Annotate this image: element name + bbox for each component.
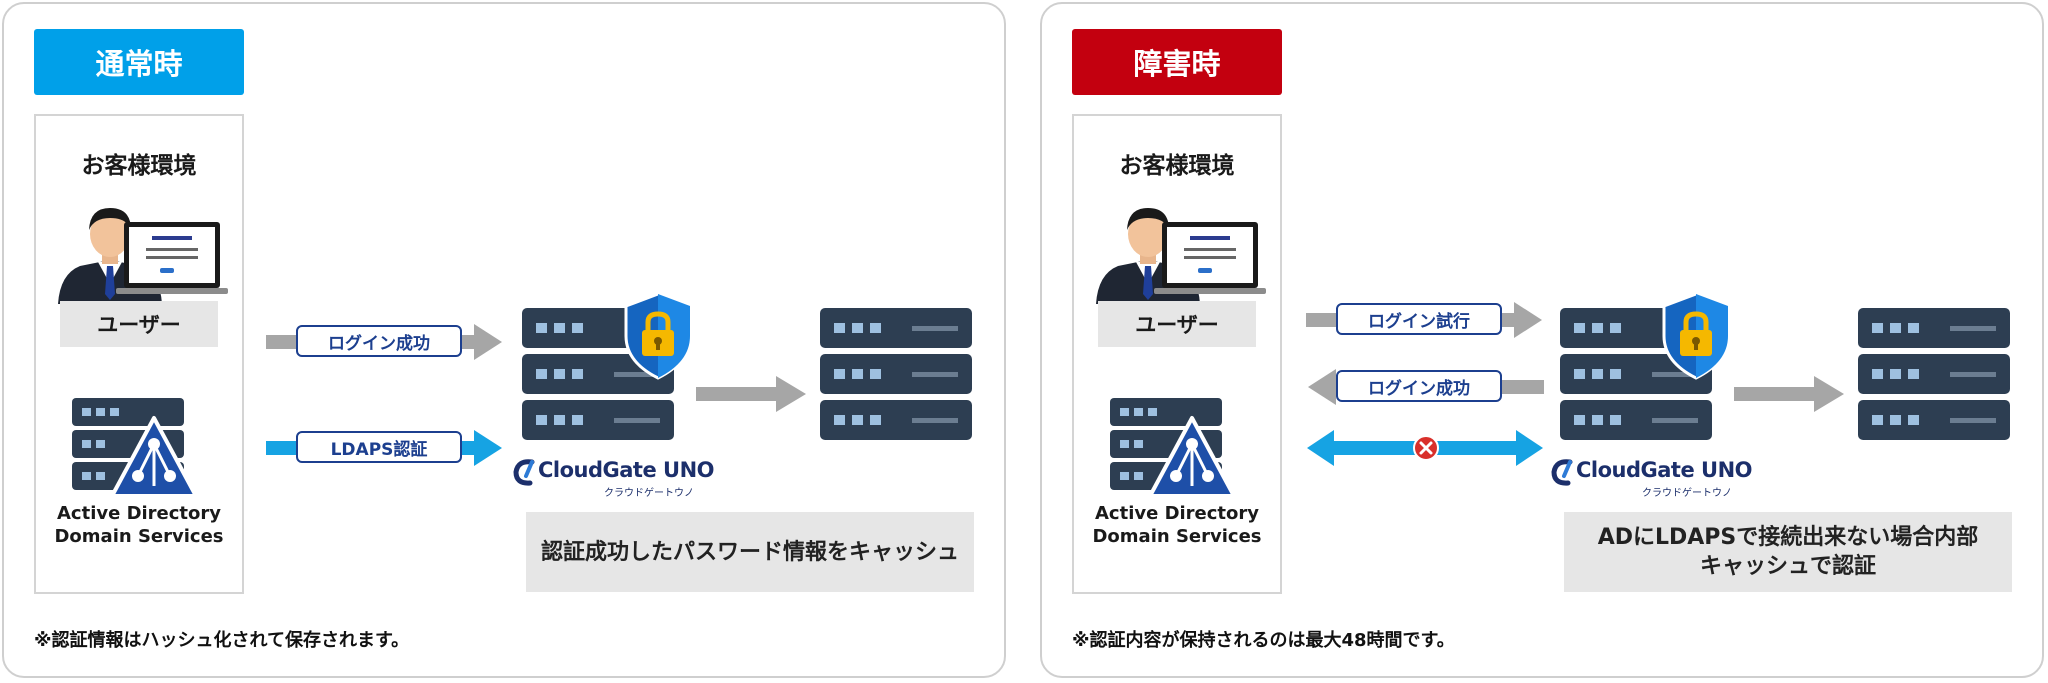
login-try-label: ログイン試行 (1336, 303, 1502, 335)
ad-label-line2: Domain Services (1092, 526, 1262, 547)
active-directory-icon (72, 398, 198, 498)
user-laptop-icon (1096, 208, 1266, 304)
connection-error-icon (1413, 435, 1439, 461)
ad-label: Active Directory Domain Services (1074, 502, 1280, 548)
environment-title: お客様環境 (81, 153, 197, 179)
internal-cache-caption: ADにLDAPSで接続出来ない場合内部 キャッシュで認証 (1564, 512, 2012, 592)
ad-label-line1: Active Directory (56, 503, 222, 524)
cache-server-icon (1858, 308, 2010, 440)
customer-environment-box: お客様環境 ユーザー (34, 114, 244, 594)
active-directory-icon (1110, 398, 1236, 498)
user-laptop-icon (58, 208, 228, 304)
cloudgate-logo-mark-icon (1551, 459, 1573, 486)
user-label: ユーザー (1098, 301, 1256, 347)
user-label: ユーザー (60, 301, 218, 347)
normal-header: 通常時 (34, 29, 244, 95)
cloudgate-logo-kana: クラウドゲートウノ (1642, 488, 1732, 499)
internal-cache-caption-line1: ADにLDAPSで接続出来ない場合内部 (1597, 525, 1979, 550)
cloudgate-logo: CloudGate UNO クラウドゲートウノ (1550, 458, 1753, 499)
cloudgate-logo-mark-icon (513, 459, 535, 486)
internal-cache-caption-line2: キャッシュで認証 (1699, 554, 1876, 579)
cache-server-icon (820, 308, 972, 440)
cloudgate-logo-kana: クラウドゲートウノ (604, 488, 694, 499)
failure-header: 障害時 (1072, 29, 1282, 95)
ad-label: Active Directory Domain Services (36, 502, 242, 548)
ldaps-auth-label: LDAPS認証 (296, 431, 462, 463)
cloudgate-logo-name: CloudGate UNO (538, 458, 715, 482)
cloudgate-logo: CloudGate UNO クラウドゲートウノ (512, 458, 715, 499)
environment-title: お客様環境 (1119, 153, 1235, 179)
cloudgate-logo-name: CloudGate UNO (1576, 458, 1753, 482)
cache-arrow (696, 376, 806, 412)
cloudgate-server-icon (522, 292, 692, 440)
normal-panel: 通常時 お客様環境 ユーザー (2, 2, 1006, 678)
failure-note: ※認証内容が保持されるのは最大48時間です。 (1072, 630, 1455, 651)
cache-caption: 認証成功したパスワード情報をキャッシュ (526, 512, 974, 592)
ad-label-line1: Active Directory (1094, 503, 1260, 524)
ad-label-line2: Domain Services (54, 526, 224, 547)
cache-arrow (1734, 376, 1844, 412)
customer-environment-box: お客様環境 ユーザー (1072, 114, 1282, 594)
cloudgate-server-icon (1560, 292, 1730, 440)
normal-note: ※認証情報はハッシュ化されて保存されます。 (34, 630, 410, 651)
login-success-label: ログイン成功 (296, 325, 462, 357)
login-success-label: ログイン成功 (1336, 370, 1502, 402)
failure-panel: 障害時 お客様環境 ユーザー (1040, 2, 2044, 678)
